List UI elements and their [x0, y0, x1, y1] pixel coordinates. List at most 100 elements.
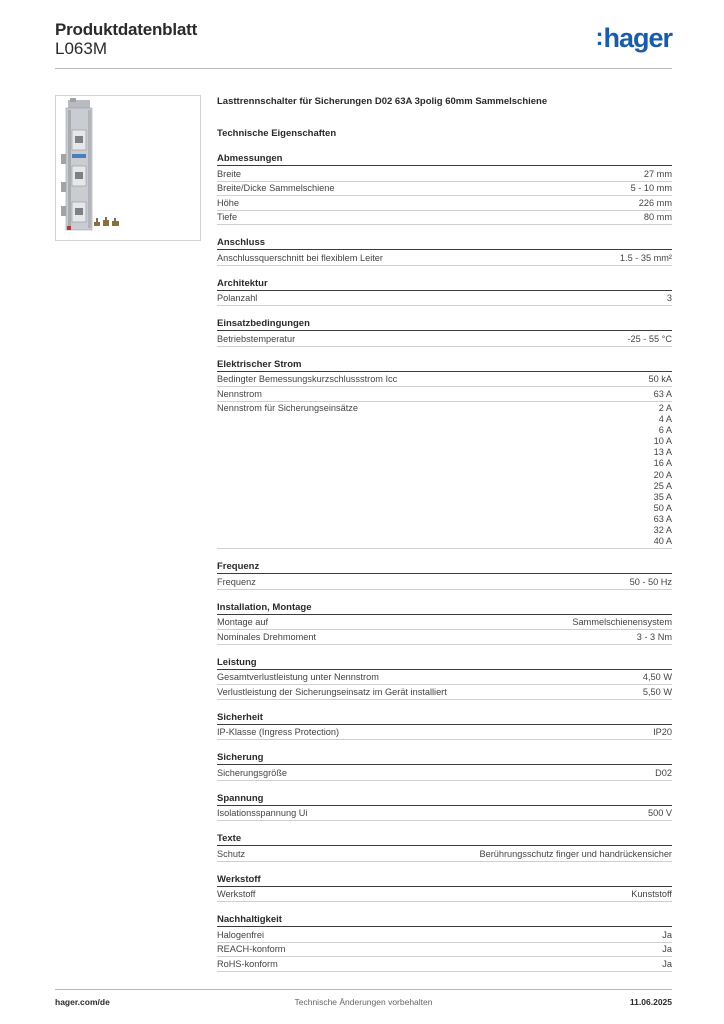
- group-title: Installation, Montage: [217, 602, 672, 615]
- header-divider: [55, 68, 672, 69]
- spec-value: Sammelschienensystem: [572, 617, 672, 628]
- logo-colon-mark: :: [595, 24, 603, 51]
- spec-row: Anschlussquerschnitt bei flexiblem Leite…: [217, 251, 672, 266]
- spec-value: Ja: [662, 958, 672, 969]
- fuse-switch-illustration: [61, 98, 119, 231]
- spec-label: Breite/Dicke Sammelschiene: [217, 183, 335, 193]
- group-spannung: Spannung Isolationsspannung Ui 500 V: [217, 793, 672, 822]
- spec-row: Sicherungsgröße D02: [217, 766, 672, 781]
- group-abmessungen: Abmessungen Breite 27 mm Breite/Dicke Sam…: [217, 153, 672, 225]
- spec-label: Isolationsspannung Ui: [217, 808, 308, 819]
- spec-value: D02: [655, 767, 672, 778]
- fuse-rating-value: 50 A: [653, 502, 672, 513]
- fuse-rating-value: 6 A: [658, 425, 672, 436]
- group-leistung: Leistung Gesamtverlustleistung unter Nen…: [217, 657, 672, 700]
- spec-value: 1.5 - 35 mm²: [619, 252, 672, 263]
- spec-row: Tiefe 80 mm: [217, 211, 672, 225]
- group-elektrischer-strom: Elektrischer Strom Bedingter Bemessungsk…: [217, 359, 672, 550]
- spec-label: IP-Klasse (Ingress Protection): [217, 727, 340, 738]
- spec-row: Werkstoff Kunststoff: [217, 888, 672, 903]
- spec-row: Breite/Dicke Sammelschiene 5 - 10 mm: [217, 182, 672, 196]
- spec-row: IP-Klasse (Ingress Protection)IP20: [217, 726, 672, 741]
- fuse-rating-value: 25 A: [653, 480, 672, 491]
- spec-label: Nennstrom: [217, 388, 262, 399]
- spec-value: 5 - 10 mm: [630, 183, 672, 193]
- spec-value: 226 mm: [638, 197, 672, 208]
- spec-value: 5,50 W: [642, 686, 672, 697]
- spec-value: 27 mm: [643, 168, 672, 179]
- group-title: Elektrischer Strom: [217, 359, 672, 372]
- spec-label: RoHS-konform: [217, 958, 278, 969]
- spec-row: Isolationsspannung Ui 500 V: [217, 807, 672, 822]
- group-title: Leistung: [217, 657, 672, 670]
- spec-label: Gesamtverlustleistung unter Nennstrom: [217, 672, 379, 683]
- group-title: Frequenz: [217, 561, 672, 575]
- spec-value: 4,50 W: [642, 672, 672, 683]
- group-title: Werkstoff: [217, 874, 672, 887]
- spec-label: Betriebstemperatur: [217, 333, 296, 344]
- spec-value: 80 mm: [643, 212, 672, 222]
- fuse-rating-value: 63 A: [653, 513, 672, 524]
- spec-label: Breite: [217, 168, 242, 179]
- fuse-rating-value: 32 A: [653, 525, 672, 536]
- fuse-rating-value: 2 A: [658, 403, 672, 413]
- fuse-rating-value: 20 A: [653, 469, 672, 480]
- section-title: Technische Eigenschaften: [217, 128, 337, 139]
- spec-label: Tiefe: [217, 212, 238, 222]
- fuse-rating-value: 10 A: [653, 436, 672, 447]
- group-anschluss: Anschluss Anschlussquerschnitt bei flexi…: [217, 237, 672, 266]
- spec-label: Anschlussquerschnitt bei flexiblem Leite…: [217, 252, 383, 263]
- spec-value: Kunststoff: [631, 889, 672, 900]
- spec-label: Sicherungsgröße: [217, 767, 287, 778]
- group-title: Sicherheit: [217, 712, 672, 725]
- document-title: Produktdatenblatt: [55, 20, 198, 39]
- spec-value: Berührungsschutz finger und handrückensi…: [479, 848, 672, 859]
- spec-row: Montage auf Sammelschienensystem: [217, 616, 672, 631]
- spec-label: REACH-konform: [217, 944, 286, 955]
- spec-label: Montage auf: [217, 617, 269, 628]
- product-description: Lasttrennschalter für Sicherungen D02 63…: [217, 96, 548, 107]
- spec-value: -25 - 55 °C: [627, 333, 672, 344]
- group-title: Anschluss: [217, 237, 672, 250]
- spec-value: 3: [666, 293, 672, 303]
- spec-row: Breite 27 mm: [217, 167, 672, 182]
- spec-row: Nennstrom für Sicherungseinsätze 2 A 4 A…: [217, 402, 672, 550]
- spec-row: Verlustleistung der Sicherungseinsatz im…: [217, 685, 672, 700]
- fuse-rating-value: 40 A: [653, 536, 672, 547]
- spec-value: 63 A: [653, 388, 672, 399]
- group-title: Abmessungen: [217, 153, 672, 166]
- footer-disclaimer: Technische Änderungen vorbehalten: [294, 997, 433, 1007]
- group-title: Spannung: [217, 793, 672, 806]
- group-title: Nachhaltigkeit: [217, 914, 672, 928]
- footer-date: 11.06.2025: [629, 997, 672, 1007]
- fuse-rating-value: 13 A: [653, 447, 672, 458]
- product-image: [55, 95, 201, 241]
- fuse-rating-value: 16 A: [653, 458, 672, 469]
- fuse-rating-value: 4 A: [658, 414, 672, 425]
- spec-row: Gesamtverlustleistung unter Nennstrom 4,5…: [217, 671, 672, 686]
- group-title: Einsatzbedingungen: [217, 318, 672, 331]
- spec-value: 500 V: [647, 808, 672, 819]
- spec-row: Betriebstemperatur -25 - 55 °C: [217, 332, 672, 347]
- group-title: Texte: [217, 833, 672, 847]
- spec-row: Nennstrom 63 A: [217, 387, 672, 402]
- spec-content: Lasttrennschalter für Sicherungen D02 63…: [217, 95, 672, 972]
- group-einsatzbedingungen: Einsatzbedingungen Betriebstemperatur -25…: [217, 318, 672, 347]
- spec-label: Nennstrom für Sicherungseinsätze: [217, 403, 358, 413]
- hager-logo: :hager: [595, 23, 673, 55]
- spec-label: Verlustleistung der Sicherungseinsatz im…: [217, 686, 447, 697]
- footer-website-link[interactable]: hager.com/de: [55, 997, 110, 1007]
- spec-value: 3 - 3 Nm: [636, 631, 672, 642]
- spec-label: Werkstoff: [217, 889, 256, 900]
- spec-value: 50 - 50 Hz: [629, 576, 672, 587]
